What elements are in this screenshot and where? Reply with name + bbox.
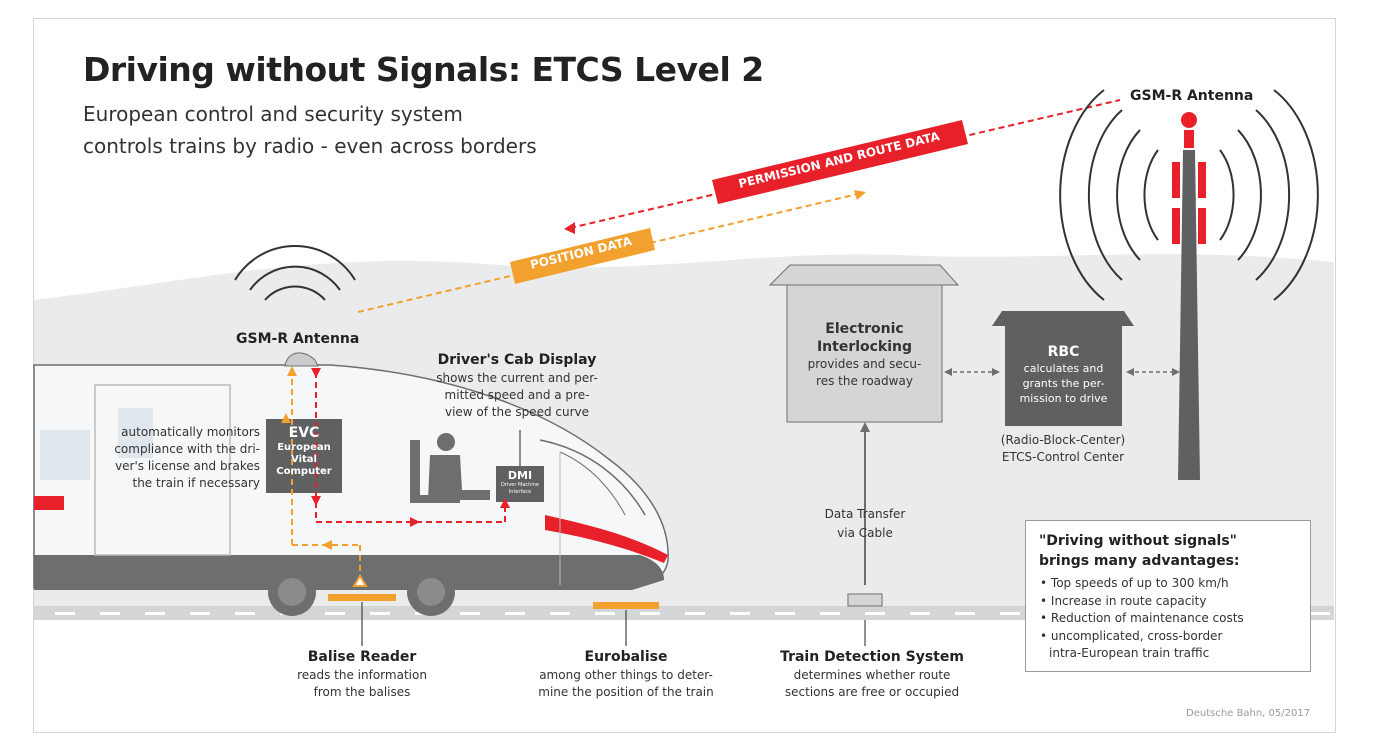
interlocking-title-2: Interlocking [816, 339, 913, 355]
permission-arrowhead [564, 222, 575, 234]
dmi-box [496, 466, 544, 502]
train [33, 352, 669, 616]
rbc-line-2: grants the per- [1022, 377, 1105, 390]
interlocking-title-1: Electronic [825, 321, 904, 337]
position-data-line [357, 192, 863, 313]
advantages-heading-2: brings many advantages: [1039, 553, 1240, 569]
cab-display-line-2: mitted speed and a pre- [444, 388, 590, 402]
balise-reader-line-1: reads the information [297, 668, 427, 682]
dmi-abbr: DMI [507, 469, 533, 482]
data-transfer-line-2: via Cable [837, 526, 893, 540]
rbc-arrow-right [1172, 368, 1180, 376]
page-title: Driving without Signals: ETCS Level 2 [83, 50, 764, 89]
interlocking-line-1: provides and secu- [807, 357, 922, 371]
red-arrowheads [311, 368, 510, 527]
evc-abbr: EVC [288, 425, 320, 441]
evc-desc-line-2: compliance with the dri- [114, 442, 260, 456]
train-antenna-label: GSM-R Antenna [236, 331, 360, 347]
tower-beacon [1181, 112, 1197, 128]
evc-box [266, 419, 342, 493]
gsmr-tower [1178, 150, 1200, 480]
evc-desc-line-4: the train if necessary [132, 476, 261, 490]
advantages-box: "Driving without signals" brings many ad… [1025, 520, 1311, 672]
orange-arrowheads [281, 366, 332, 550]
detection-sensor [847, 593, 883, 607]
rbc-line-3: mission to drive [1019, 392, 1108, 405]
eurobalise-line-1: among other things to deter- [539, 668, 713, 682]
position-arrowhead [854, 190, 866, 200]
evc-label: EVC European Vital Computer [266, 424, 342, 478]
evc-line-3: Computer [276, 466, 332, 477]
evc-line-1: European [277, 442, 331, 453]
rbc-full-line-1: (Radio-Block-Center) [1000, 433, 1126, 447]
link-arrow-right [992, 368, 1000, 376]
cab-display-callout: Driver's Cab Display shows the current a… [436, 350, 598, 421]
subtitle-line-2: controls trains by radio - even across b… [83, 134, 537, 158]
eurobalise-line-2: mine the position of the train [538, 685, 714, 699]
balise-reader-bar [328, 594, 396, 601]
rbc-fullname: (Radio-Block-Center) ETCS-Control Center [1001, 432, 1125, 466]
train-radio-waves [234, 245, 356, 301]
cab-display-title: Driver's Cab Display [437, 352, 597, 368]
train-detection-line-1: determines whether route [793, 668, 951, 682]
rbc-label: RBC calculates and grants the per- missi… [1005, 343, 1122, 406]
evc-description: automatically monitors compliance with t… [100, 424, 260, 492]
credit-line: Deutsche Bahn, 05/2017 [1186, 708, 1311, 719]
eurobalise-bar [593, 602, 659, 609]
advantage-item: Increase in route capacity [1040, 593, 1310, 611]
link-arrow-left [944, 368, 952, 376]
reader-triangle [352, 574, 368, 587]
rbc-roof [992, 311, 1134, 326]
tower-antennas [1172, 130, 1206, 244]
dmi-line-1: Driver Machine [501, 482, 539, 488]
data-transfer-label: Data Transfer via Cable [825, 505, 906, 543]
tower-antenna-label: GSM-R Antenna [1130, 88, 1254, 104]
track-bed [34, 606, 1334, 620]
advantages-heading-1: "Driving without signals" [1039, 533, 1237, 549]
tower-radio-waves [1059, 89, 1319, 301]
interlocking-roof [768, 264, 960, 286]
advantage-item: Reduction of maintenance costs [1040, 610, 1310, 628]
permission-data-banner [712, 120, 968, 204]
train-detection-title: Train Detection System [780, 649, 964, 665]
driver-figure [410, 433, 490, 503]
rbc-full-line-2: ETCS-Control Center [1001, 450, 1125, 464]
cable-arrowhead [860, 422, 870, 432]
balise-reader-title: Balise Reader [307, 649, 417, 665]
subtitle-line-1: European control and security system [83, 102, 463, 126]
advantage-item: uncomplicated, cross-border [1040, 628, 1310, 646]
balise-reader-line-2: from the balises [313, 685, 411, 699]
advantages-heading: "Driving without signals" brings many ad… [1039, 531, 1310, 571]
cab-display-line-1: shows the current and per- [436, 371, 598, 385]
dmi-line-2: Interface [508, 489, 532, 495]
evc-desc-line-1: automatically monitors [121, 425, 260, 439]
cab-display-line-3: view of the speed curve [444, 405, 590, 419]
advantage-item-continued: intra-European train traffic [1049, 646, 1210, 660]
advantages-list: Top speeds of up to 300 km/h Increase in… [1040, 575, 1310, 663]
train-detection-line-2: sections are free or occupied [784, 685, 960, 699]
evc-line-2: Vital [291, 454, 317, 465]
subtitle: European control and security system con… [83, 98, 537, 162]
interlocking-building [786, 284, 943, 423]
rbc-abbr: RBC [1047, 344, 1080, 360]
eurobalise-title: Eurobalise [584, 649, 668, 665]
interlocking-line-2: res the roadway [816, 374, 913, 388]
rbc-arrow-left [1126, 368, 1134, 376]
rbc-line-1: calculates and [1023, 362, 1104, 375]
interlocking-label: Electronic Interlocking provides and sec… [787, 320, 942, 390]
evc-desc-line-3: ver's license and brakes [115, 459, 260, 473]
advantage-item: Top speeds of up to 300 km/h [1040, 575, 1310, 593]
data-transfer-line-1: Data Transfer [824, 507, 906, 521]
dmi-label: DMI Driver Machine Interface [496, 469, 544, 496]
position-data-banner [510, 228, 655, 284]
eurobalise-callout: Eurobalise among other things to deter- … [538, 648, 714, 701]
train-detection-callout: Train Detection System determines whethe… [780, 648, 964, 701]
rbc-building [1005, 326, 1122, 426]
balise-reader-callout: Balise Reader reads the information from… [297, 648, 427, 701]
